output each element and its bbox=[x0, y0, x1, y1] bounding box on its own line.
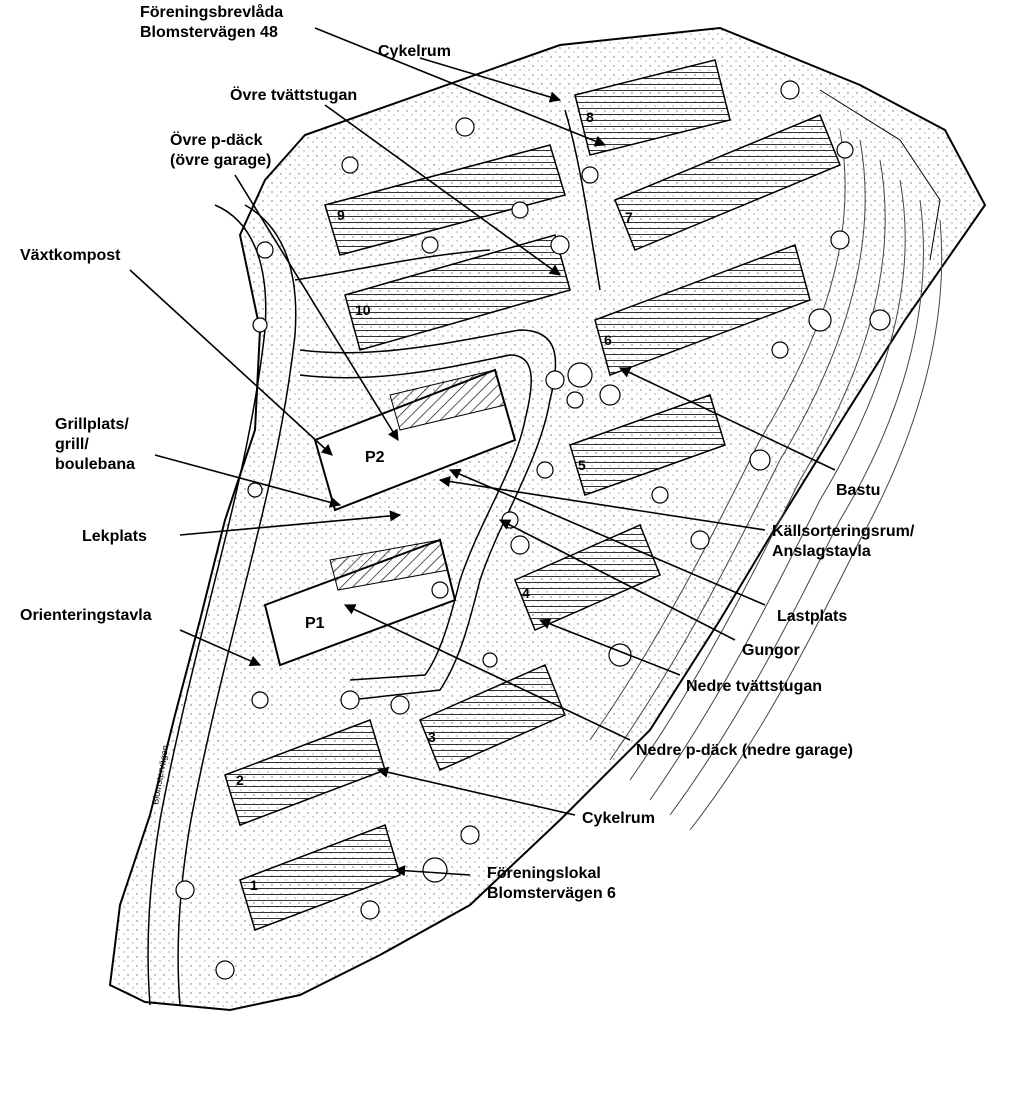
label-bastu: Bastu bbox=[836, 482, 881, 499]
building-number: 9 bbox=[337, 207, 345, 223]
label-ovre-pdack: Övre p-däck (övre garage) bbox=[170, 131, 271, 171]
label-lekplats: Lekplats bbox=[82, 528, 147, 545]
pointer-foreningslokal bbox=[393, 865, 471, 877]
label-vaxtkompost: Växtkompost bbox=[20, 247, 121, 264]
pointer-lastplats bbox=[448, 468, 766, 606]
building-number: 3 bbox=[428, 729, 436, 745]
building-number: 8 bbox=[586, 109, 594, 125]
buildings: 1 bbox=[224, 59, 841, 931]
pointer-nedre-tvattstugan bbox=[538, 618, 681, 676]
internal-road bbox=[294, 109, 601, 701]
pointer-cykelrum-bottom bbox=[376, 766, 576, 816]
label-line: Övre p-däck bbox=[170, 132, 263, 149]
label-nedre-tvattstugan: Nedre tvättstugan bbox=[686, 678, 823, 695]
p1-label: P1 bbox=[305, 615, 325, 632]
label-line: Anslagstavla bbox=[772, 543, 871, 560]
building-8 bbox=[574, 59, 731, 156]
building-number: 2 bbox=[236, 772, 244, 788]
building-9: 1 bbox=[324, 144, 566, 256]
label-grillplats: Grillplats/ grill/ boulebana bbox=[55, 415, 135, 475]
parking-deck-p2: P2 bbox=[313, 368, 517, 512]
building-number: 4 bbox=[522, 585, 530, 601]
building-number: 7 bbox=[625, 209, 633, 225]
building-7 bbox=[614, 114, 841, 251]
label-orienteringstavla: Orienteringstavla bbox=[20, 607, 152, 624]
label-kallsortering: Källsorteringsrum/ Anslagstavla bbox=[772, 522, 914, 562]
label-foreningsbrevlada: Föreningsbrevlåda Blomstervägen 48 bbox=[140, 3, 283, 43]
label-cykelrum-bottom: Cykelrum bbox=[582, 810, 655, 827]
parking-deck-p1: P1 bbox=[263, 538, 457, 667]
label-line: boulebana bbox=[55, 456, 136, 473]
pointer-grillplats bbox=[154, 454, 342, 508]
pointer-vaxtkompost bbox=[129, 269, 333, 456]
pointer-ovre-pdack bbox=[234, 174, 399, 441]
pointer-orienteringstavla bbox=[179, 629, 262, 667]
label-foreningslokal: Föreningslokal Blomstervägen 6 bbox=[487, 864, 616, 904]
label-line: (övre garage) bbox=[170, 152, 272, 169]
building-6 bbox=[594, 244, 811, 376]
pointer-ovre-tvattstugan bbox=[324, 104, 561, 276]
pointer-lekplats bbox=[179, 510, 402, 536]
label-line: Blomstervägen 48 bbox=[140, 24, 278, 41]
pointer-nedre-pdack bbox=[343, 604, 631, 741]
label-line: Blomstervägen 6 bbox=[487, 885, 616, 902]
label-line: Källsorteringsrum/ bbox=[772, 523, 915, 540]
label-line: grill/ bbox=[55, 436, 89, 453]
building-10 bbox=[344, 234, 571, 351]
pointer-foreningsbrevlada bbox=[314, 27, 607, 147]
label-line: Föreningsbrevlåda bbox=[140, 4, 284, 21]
building-number: 10 bbox=[355, 302, 371, 318]
pointer-lines bbox=[129, 27, 836, 877]
building-number: 5 bbox=[578, 457, 586, 473]
pointer-gungor bbox=[499, 519, 736, 641]
building-numbers: 9 10 8 7 6 5 4 3 2 1 bbox=[236, 109, 633, 893]
label-ovre-tvattstugan: Övre tvättstugan bbox=[230, 87, 358, 104]
building-4 bbox=[514, 524, 661, 631]
label-cykelrum-top: Cykelrum bbox=[378, 43, 451, 60]
label-line: Föreningslokal bbox=[487, 865, 601, 882]
label-line: Grillplats/ bbox=[55, 416, 129, 433]
building-number: 6 bbox=[604, 332, 612, 348]
label-nedre-pdack: Nedre p-däck (nedre garage) bbox=[636, 742, 853, 759]
building-number: 1 bbox=[250, 877, 258, 893]
road-blomstervagen bbox=[147, 204, 297, 1006]
p2-label: P2 bbox=[365, 449, 385, 466]
pointer-bastu bbox=[618, 367, 836, 471]
label-lastplats: Lastplats bbox=[777, 608, 848, 625]
label-gungor: Gungor bbox=[742, 642, 800, 659]
trees bbox=[175, 80, 891, 980]
building-5 bbox=[569, 394, 726, 496]
pointer-cykelrum-top bbox=[419, 57, 562, 103]
